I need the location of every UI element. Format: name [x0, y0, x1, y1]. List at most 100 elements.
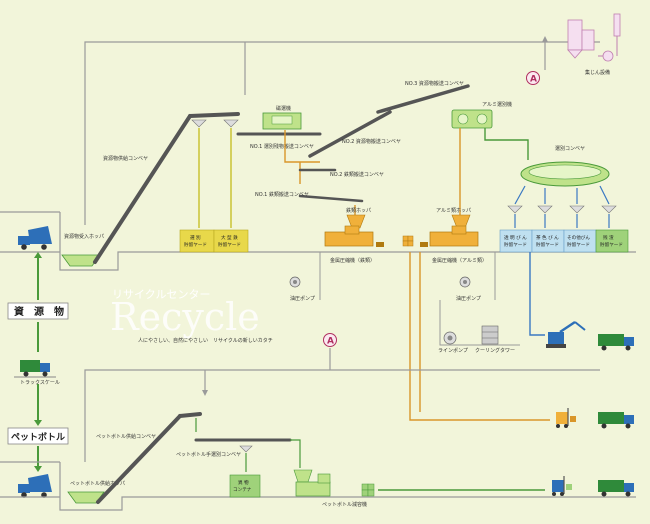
- dust-collector-label: 集じん設備: [585, 69, 610, 76]
- no2-conveyor: [308, 110, 392, 158]
- press-iron-label: 金属圧縮機（鉄類）: [330, 257, 375, 264]
- hydraulic-pump-2: [459, 276, 471, 288]
- floor-line-pet: [0, 348, 636, 511]
- feed-conveyor-label: 資源物供給コンベヤ: [103, 155, 148, 162]
- marker-a-bottom-label: A: [327, 337, 334, 347]
- no1-iron-label: NO.1 鉄類搬送コンベヤ: [255, 191, 309, 198]
- sort-chutes: [507, 205, 617, 214]
- yard-residue: 選 別 貯留ヤード: [179, 229, 215, 253]
- chute-2: [223, 119, 239, 128]
- side-label-pet-text: ペットボトル: [11, 431, 65, 443]
- truck-scale-label: トラックスケール: [20, 379, 60, 386]
- pet-to-press-flow: [290, 439, 301, 468]
- feed-conveyor: [93, 112, 240, 264]
- no1-iron-conveyor: [298, 194, 364, 203]
- press-al-label: 金属圧縮機（アルミ類）: [432, 257, 487, 264]
- truck-metal: [598, 412, 634, 429]
- forklift-metal: [556, 408, 576, 428]
- cooling-tower: [481, 325, 499, 345]
- receive-hopper-label: 資源物受入ホッパ: [64, 233, 104, 240]
- yard-brown-bottle: 茶 色 び ん 貯留ヤード: [531, 229, 565, 253]
- recycle-watermark: Recycle: [110, 295, 260, 339]
- hydraulic-pump-1-label: 油圧ポンプ: [290, 295, 315, 302]
- truck-scale: [14, 360, 56, 378]
- sort-flow: [484, 128, 529, 160]
- dump-truck-pet: [18, 474, 52, 498]
- chute-1: [191, 119, 207, 128]
- no2-iron-label: NO.2 鉄類搬送コンベヤ: [330, 171, 384, 178]
- al-separator: [451, 109, 493, 129]
- truck-bottles: [598, 334, 634, 351]
- arrowhead-pet: [34, 420, 42, 426]
- yard-residue2-line1: 残 渣: [603, 234, 614, 241]
- yard-other-line2: 貯留ヤード: [567, 241, 590, 248]
- sort-flows: [514, 185, 610, 228]
- side-label-resources: 資 源 物: [7, 302, 69, 320]
- hydraulic-pump-1: [289, 276, 301, 288]
- building-outline: [84, 41, 600, 225]
- dump-truck-resources: [18, 226, 52, 250]
- container-line1: 異 物: [238, 479, 249, 486]
- no2-conveyor-label: NO.2 資源物搬送コンベヤ: [342, 138, 401, 145]
- al-separator-label: アルミ選別機: [482, 101, 512, 108]
- yard-brown-line1: 茶 色 び ん: [536, 234, 559, 241]
- iron-hopper-label: 鉄類ホッパ: [346, 207, 371, 214]
- pet-hand-conveyor-label: ペットボトル手選別コンベヤ: [176, 451, 241, 458]
- al-hopper-label: アルミ類ホッパ: [436, 207, 471, 214]
- yard-clear-bottle: 透 明 び ん 貯留ヤード: [499, 229, 533, 253]
- press-iron: [324, 225, 384, 247]
- arrowhead-pet-down: [34, 466, 42, 472]
- yard-other-bottle: その他びん 貯留ヤード: [563, 229, 597, 253]
- iron-hopper: [346, 214, 366, 229]
- yard-clear-line1: 透 明 び ん: [504, 234, 527, 241]
- yard-large-iron: 大 型 鉄 貯留ヤード: [213, 229, 249, 253]
- pet-hopper: [67, 491, 105, 504]
- press-al: [420, 225, 479, 247]
- magnet-separator: [236, 112, 322, 136]
- yard-large-iron-line1: 大 型 鉄: [221, 234, 238, 241]
- no3-conveyor-label: NO.3 資源物搬送コンベヤ: [405, 80, 464, 87]
- dust-collector: [542, 13, 621, 62]
- marker-a-bottom: [323, 333, 337, 347]
- tagline: 人にやさしい、自然にやさしい リサイクルの新しいカタチ: [138, 337, 273, 344]
- floor-line-main: [0, 211, 636, 271]
- forklift-pet: [552, 476, 572, 496]
- yard-residue-2: 残 渣 貯留ヤード: [595, 229, 629, 253]
- yard-residue-line2: 貯留ヤード: [184, 241, 207, 248]
- pet-hopper-label: ペットボトル供給ホッパ: [70, 480, 125, 487]
- side-label-pet: ペットボトル: [7, 427, 69, 445]
- sort-conveyor: [520, 161, 610, 187]
- yard-residue-line1: 選 別: [190, 234, 201, 241]
- magnet-label: 磁選機: [276, 105, 291, 112]
- arrowhead-resources: [34, 252, 42, 258]
- basement-lines: [319, 252, 520, 346]
- marker-a-top-label: A: [530, 75, 537, 85]
- yard-clear-line2: 貯留ヤード: [504, 241, 527, 248]
- line-pump: [443, 331, 457, 345]
- excavator: [546, 320, 586, 348]
- yard-other-line1: その他びん: [567, 234, 590, 241]
- bale-stack: [402, 235, 414, 247]
- no1-residue-label: NO.1 選別残物搬送コンベヤ: [250, 143, 314, 150]
- receive-hopper: [61, 254, 101, 267]
- cooling-tower-label: クーリングタワー: [475, 347, 515, 354]
- marker-a-top: [526, 71, 540, 85]
- outbound-flows: [409, 252, 550, 421]
- reject-container: 異 物 コンテナ: [229, 474, 261, 498]
- pet-bales: [361, 483, 375, 497]
- yard-residue2-line2: 貯留ヤード: [600, 241, 623, 248]
- no3-conveyor: [376, 84, 470, 114]
- pet-duct-drop: [202, 390, 208, 396]
- sort-conveyor-label: 選別コンベヤ: [555, 145, 585, 152]
- pet-chute: [239, 445, 253, 453]
- truck-pet: [598, 480, 634, 497]
- recycle-center-title: リサイクルセンター: [112, 288, 210, 301]
- pet-feed-conveyor-label: ペットボトル供給コンベヤ: [96, 433, 156, 440]
- line-pump-label: ラインポンプ: [438, 347, 468, 354]
- pet-press: [293, 469, 331, 497]
- yard-brown-line2: 貯留ヤード: [536, 241, 559, 248]
- container-line2: コンテナ: [233, 487, 252, 493]
- hydraulic-pump-2-label: 油圧ポンプ: [456, 295, 481, 302]
